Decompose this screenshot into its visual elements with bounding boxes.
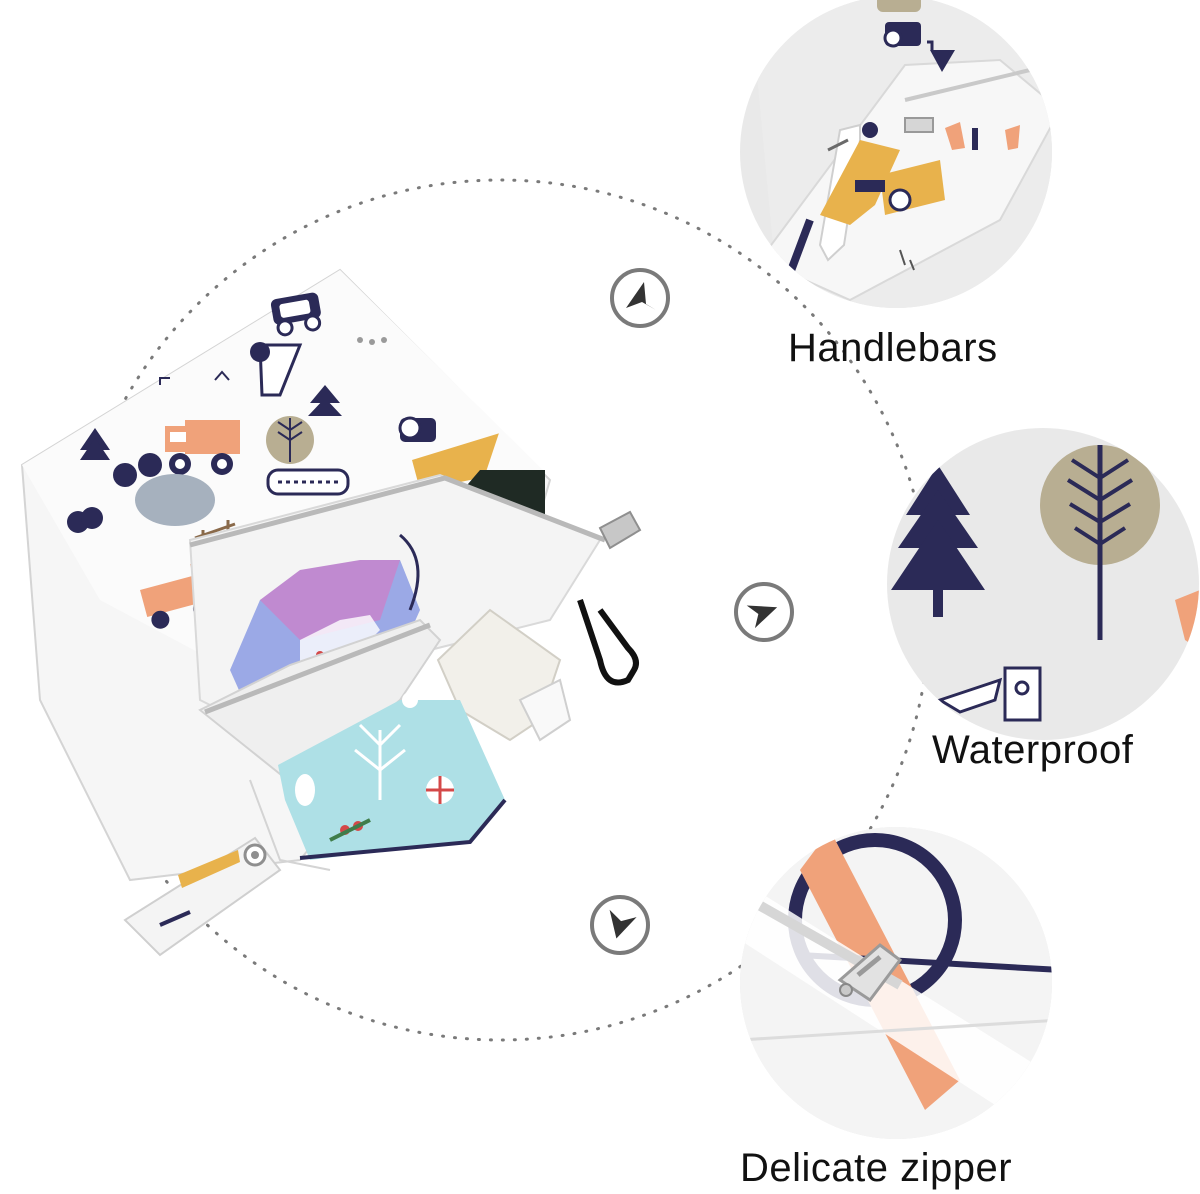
wet-bag-image [20, 268, 642, 957]
delicate-zipper-caption: Delicate zipper [740, 1146, 1013, 1190]
zipper-detail-image [740, 827, 1052, 1139]
marker-arrow-top[interactable] [610, 268, 670, 328]
handlebars-detail-image [740, 0, 1052, 308]
waterproof-caption: Waterproof [932, 728, 1134, 772]
marker-arrow-middle[interactable] [734, 582, 794, 642]
marker-arrow-bottom[interactable] [590, 895, 650, 955]
waterproof-detail-image [887, 428, 1199, 740]
handlebars-caption: Handlebars [788, 326, 998, 370]
